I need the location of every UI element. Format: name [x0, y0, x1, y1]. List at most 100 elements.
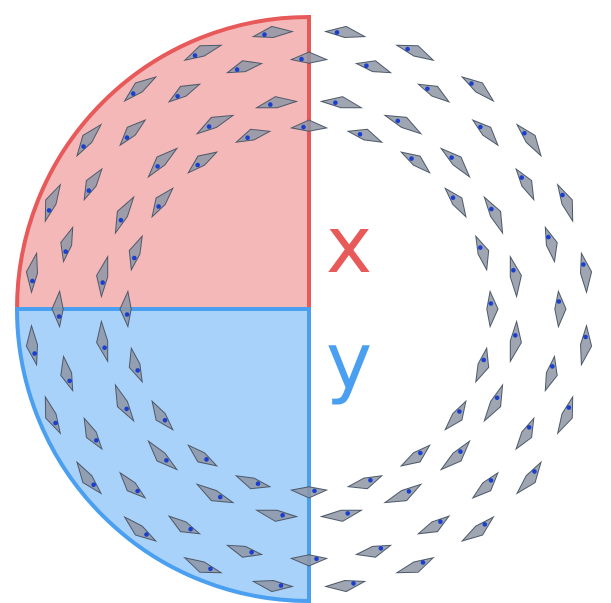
ring-segment: [96, 319, 109, 364]
ring-segment: [119, 289, 132, 329]
segment-marker-dot: [280, 513, 285, 518]
ring-segment: [439, 439, 471, 471]
segment-marker-dot: [334, 30, 340, 35]
segment-marker-dot: [420, 560, 426, 565]
segment-marker-dot: [162, 418, 168, 423]
ring-segment: [383, 483, 423, 504]
segment-marker-dot: [532, 469, 537, 474]
segment-marker-dot: [124, 135, 130, 140]
segment-marker-dot: [511, 268, 516, 273]
ring-segment: [128, 234, 143, 272]
segment-marker-dot: [124, 312, 130, 317]
ring-segment: [475, 346, 490, 384]
segment-marker-dot: [425, 86, 430, 92]
segment-marker-dot: [550, 364, 555, 369]
segment-marker-dot: [438, 519, 443, 524]
segment-marker-dot: [299, 56, 304, 62]
segment-marker-dot: [556, 299, 562, 304]
ring-segment: [319, 96, 364, 109]
ring-segment: [234, 128, 272, 143]
segment-marker-dot: [255, 481, 261, 487]
segment-marker-dot: [519, 175, 524, 180]
segment-marker-dot: [144, 532, 149, 537]
ring-segment: [439, 147, 471, 179]
segment-marker-dot: [94, 438, 99, 443]
ring-segment: [509, 254, 522, 299]
ring-segment: [509, 319, 522, 364]
segment-marker-dot: [63, 249, 68, 254]
segment-marker-dot: [46, 208, 52, 213]
segment-marker-dot: [418, 450, 423, 456]
segment-marker-dot: [351, 581, 356, 586]
segment-marker-dot: [458, 449, 463, 454]
segment-marker-dot: [135, 368, 140, 373]
segment-marker-dot: [100, 280, 105, 285]
segment-marker-dot: [560, 192, 565, 198]
ring-segment: [254, 96, 299, 109]
ring-segment: [399, 151, 431, 174]
segment-marker-dot: [450, 195, 456, 200]
segment-marker-dot: [204, 457, 209, 462]
ring-segment: [544, 354, 558, 393]
segment-marker-dot: [234, 67, 240, 72]
ring-segment: [234, 475, 272, 490]
ring-segment: [483, 195, 504, 235]
segment-marker-dot: [118, 217, 124, 223]
x-quadrant-label: x: [326, 201, 372, 291]
segment-marker-dot: [488, 478, 494, 483]
ring-segment: [187, 444, 219, 467]
ring-segment: [147, 439, 179, 471]
ring-segment: [147, 147, 179, 179]
segment-marker-dot: [482, 522, 488, 527]
segment-marker-dot: [164, 458, 169, 463]
segment-marker-dot: [478, 245, 483, 250]
segment-marker-dot: [102, 345, 107, 351]
segment-marker-dot: [81, 144, 86, 149]
ring-segment: [579, 323, 593, 367]
segment-marker-dot: [457, 409, 462, 414]
segment-marker-dot: [130, 91, 136, 96]
segment-marker-dot: [395, 118, 401, 124]
ring-segment: [289, 119, 329, 132]
ring-segment: [323, 25, 367, 39]
segment-marker-dot: [124, 406, 129, 412]
segment-marker-dot: [364, 63, 369, 68]
segment-marker-dot: [409, 156, 414, 161]
ring-segment: [151, 187, 174, 219]
segment-marker-dot: [132, 255, 137, 261]
segment-marker-dot: [526, 425, 532, 430]
ring-segment: [399, 444, 431, 467]
ring-segment: [128, 346, 143, 384]
ring-segment: [195, 483, 235, 504]
ring-segment: [483, 383, 504, 423]
segment-marker-dot: [91, 482, 96, 488]
segment-marker-dot: [488, 301, 494, 306]
ring-segment: [346, 475, 384, 490]
segment-marker-dot: [489, 206, 494, 212]
segment-marker-dot: [262, 32, 267, 37]
segment-marker-dot: [368, 478, 373, 483]
segment-marker-dot: [522, 130, 527, 136]
segment-marker-dot: [268, 102, 273, 107]
outer-ring: [25, 25, 593, 593]
ring-segment: [187, 151, 219, 174]
segment-marker-dot: [217, 494, 223, 500]
segment-marker-dot: [155, 164, 160, 169]
ring-segment: [254, 509, 299, 522]
segment-marker-dot: [478, 124, 483, 130]
segment-marker-dot: [175, 94, 180, 99]
segment-marker-dot: [156, 204, 161, 209]
segment-marker-dot: [301, 124, 306, 130]
segment-marker-dot: [86, 188, 92, 193]
segment-rings: [25, 25, 593, 593]
segment-marker-dot: [449, 155, 454, 160]
segment-marker-dot: [278, 583, 284, 588]
ring-segment: [225, 544, 264, 558]
ring-segment: [486, 289, 499, 329]
segment-marker-dot: [546, 234, 551, 240]
ring-segment: [346, 128, 384, 143]
segment-marker-dot: [345, 511, 351, 516]
segment-marker-dot: [249, 550, 254, 555]
segment-marker-dot: [583, 334, 588, 340]
segment-marker-dot: [378, 546, 384, 551]
